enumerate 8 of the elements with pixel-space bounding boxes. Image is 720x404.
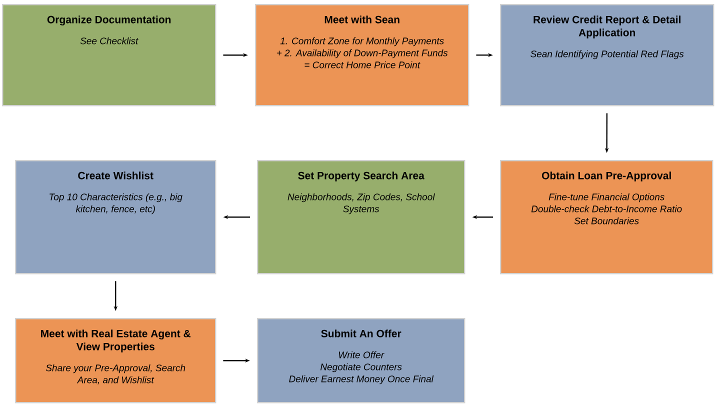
step-box: Organize Documentation See Checklist [2,4,216,106]
step-box: Submit An Offer Write Offer Negotiate Counters Deliver Earnest Money Once Final [257,318,466,404]
step-box: Create Wishlist Top 10 Characteristics (e.g., big kitchen, fence, etc) [15,160,216,274]
step-box: Meet with Sean 1. Comfort Zone for Monthly Payments + 2. Availability of Down-Payment Funds = Correct Home Price Point [255,4,470,106]
step-box: Set Property Search Area Neighborhoods, Zip Codes, School Systems [257,160,466,274]
step-box: Review Credit Report & Detail Application Sean Identifying Potential Red Flags [500,4,714,106]
step-box: Obtain Loan Pre-Approval Fine-tune Financial Options Double-check Debt-to-Income Ratio Set Boundaries [500,160,714,274]
step-box: Meet with Real Estate Agent & View Properties Share your Pre-Approval, Search Area, and Wishlist [15,318,216,404]
